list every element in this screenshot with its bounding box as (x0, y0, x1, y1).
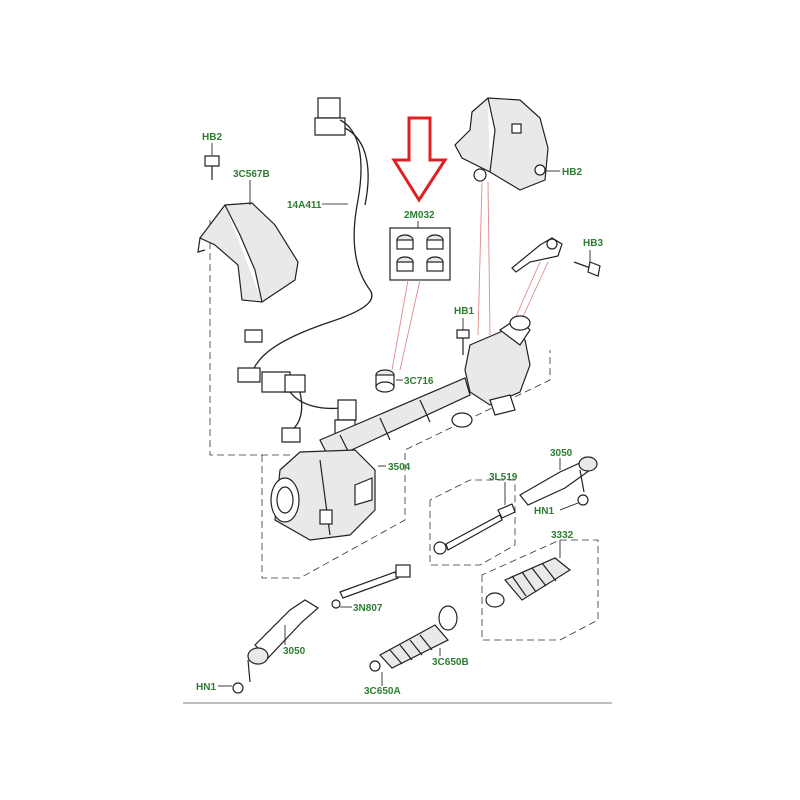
red-leader-4 (487, 181, 491, 336)
label-3n807: 3N807 (353, 603, 383, 614)
label-3332: 3332 (551, 530, 574, 541)
label-3c567b: 3C567B (233, 169, 270, 180)
label-3504: 3504 (388, 462, 411, 473)
boot-left (369, 605, 458, 672)
red-arrow (391, 116, 448, 203)
steering-rack (270, 315, 531, 541)
tie-rod-end-left (232, 599, 320, 694)
label-hn1-right: HN1 (534, 506, 554, 517)
support-bracket (511, 237, 563, 273)
boot-right-boundary (481, 539, 599, 641)
label-hb3: HB3 (583, 238, 603, 249)
boot-right (485, 557, 572, 608)
tie-rod-end-right (519, 456, 598, 506)
label-hb2-right: HB2 (562, 167, 582, 178)
heat-shield-left (197, 202, 299, 303)
bush-3c716 (375, 369, 395, 393)
bush-kit-2m032 (389, 227, 451, 281)
label-hb2-left: HB2 (202, 132, 222, 143)
leader-hn1-right (559, 502, 579, 511)
label-hb1: HB1 (454, 306, 474, 317)
hb2-right-nut (534, 164, 546, 176)
rack-assembly-boundary (209, 220, 551, 579)
label-hn1-left: HN1 (196, 682, 216, 693)
red-leader-2 (399, 279, 421, 371)
red-leader-1 (391, 279, 409, 371)
hb3-bolt (573, 261, 601, 277)
label-3c716: 3C716 (404, 376, 434, 387)
label-3050-left: 3050 (283, 646, 306, 657)
label-3c650b: 3C650B (432, 657, 469, 668)
left-tie-rod (331, 564, 411, 609)
hb2-left-bolt (204, 143, 220, 180)
heat-shield-right (454, 97, 549, 191)
hb1-bolt (456, 329, 470, 355)
inner-tie-rod (433, 503, 516, 555)
label-3l519: 3L519 (489, 472, 518, 483)
label-2m032: 2M032 (404, 210, 435, 221)
label-3c650a: 3C650A (364, 686, 401, 697)
label-14a411: 14A411 (287, 200, 322, 211)
label-3050-right: 3050 (550, 448, 573, 459)
red-leader-3 (477, 181, 483, 336)
inner-rod-boundary (429, 479, 516, 566)
